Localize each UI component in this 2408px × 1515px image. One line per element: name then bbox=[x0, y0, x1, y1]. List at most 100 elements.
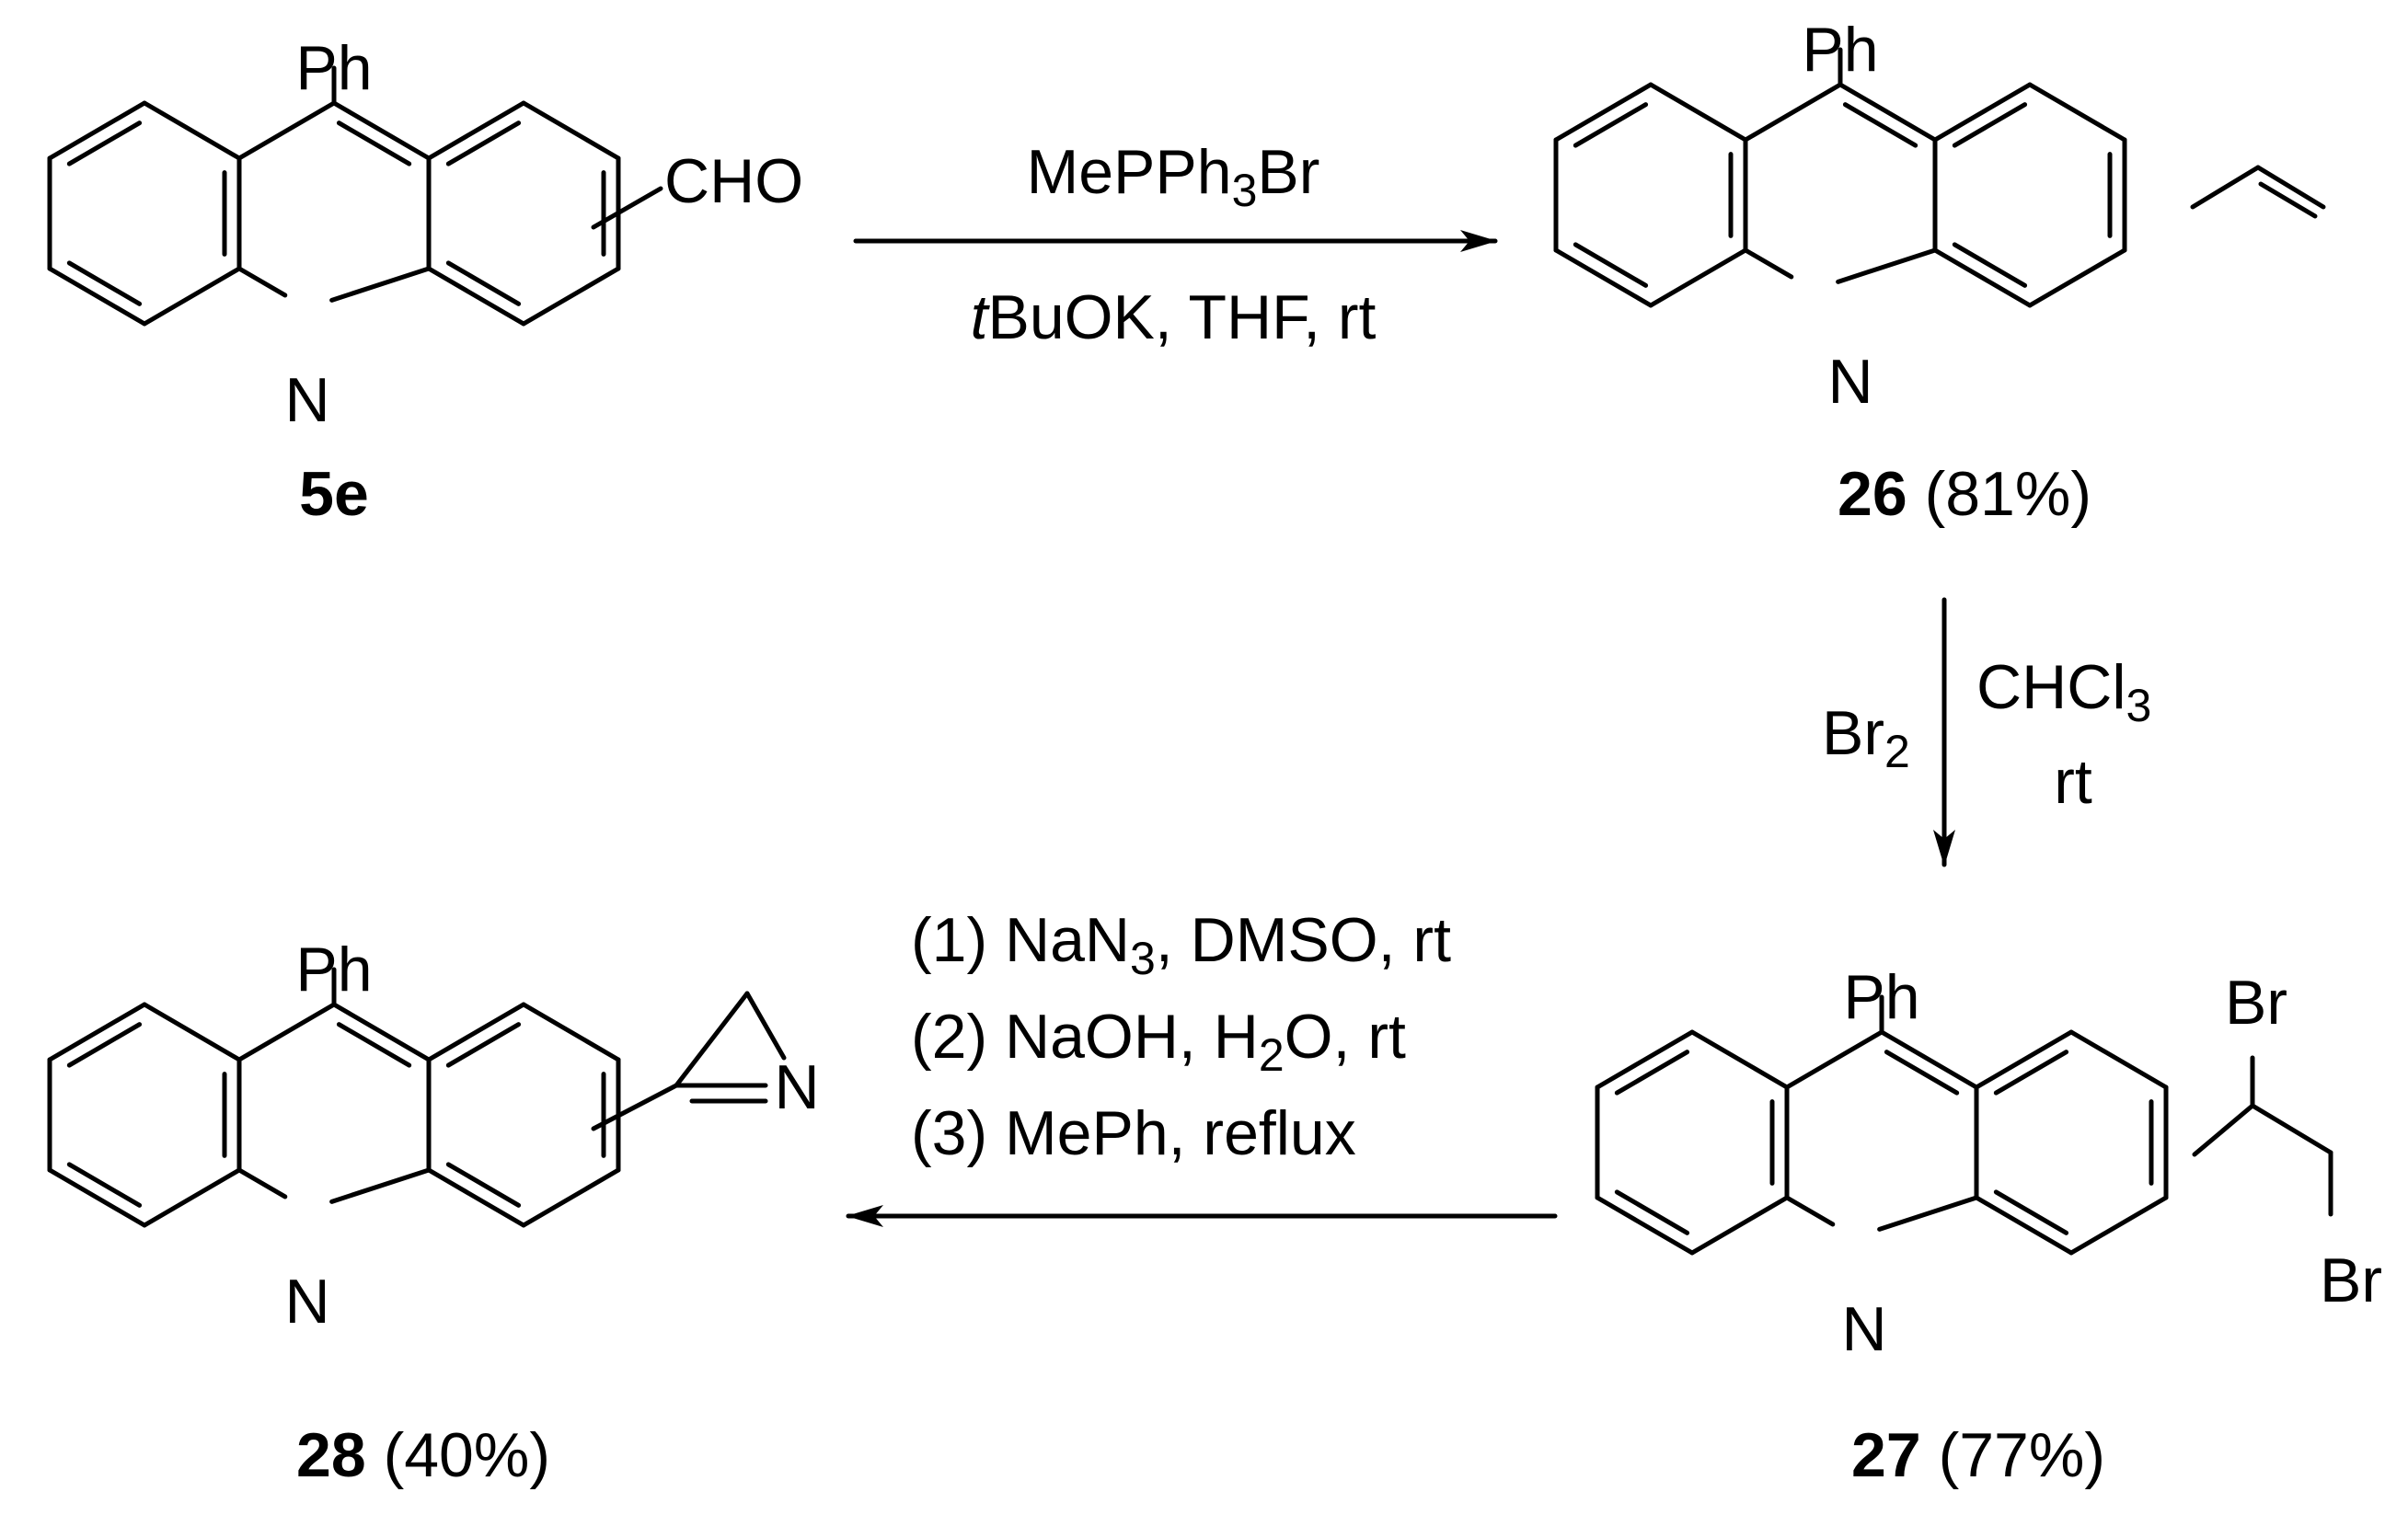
ring-bond bbox=[142, 100, 242, 161]
azirine-nitrogen: N bbox=[774, 1052, 819, 1122]
ring-bond bbox=[47, 100, 147, 161]
ring-bond bbox=[1784, 1195, 1836, 1227]
ring-bond bbox=[521, 100, 621, 161]
ring-bond bbox=[426, 100, 526, 161]
compound-number-5e: 5e bbox=[299, 459, 369, 529]
ring-bond bbox=[1974, 1195, 2074, 1256]
reaction-step-2: Br2 CHCl3 rt bbox=[1822, 597, 2151, 867]
ring-bond bbox=[329, 266, 432, 303]
ring-bond bbox=[426, 1002, 526, 1062]
step3-line2: (2) NaOH, H2O, rt bbox=[911, 1002, 1406, 1081]
ring-bond bbox=[2027, 247, 2127, 308]
double-bond-line bbox=[1573, 102, 1649, 148]
double-bond-line bbox=[1842, 102, 1918, 148]
double-bond-line bbox=[1993, 1050, 2069, 1096]
double-bond-line bbox=[1614, 1050, 1690, 1096]
acridine-core-28 bbox=[47, 967, 621, 1228]
ring-bond bbox=[142, 1167, 242, 1228]
double-bond-line bbox=[445, 1022, 522, 1068]
ring-bond bbox=[236, 266, 288, 298]
ring-bond bbox=[47, 1167, 147, 1228]
ring-bond bbox=[1932, 247, 2033, 308]
ring-bond bbox=[426, 266, 526, 327]
ring-bond bbox=[47, 1002, 147, 1062]
step2-solvent: CHCl3 bbox=[1976, 652, 2151, 731]
vinyl-double-bond bbox=[2255, 165, 2326, 210]
compound-27: Ph N Br Br 27 (77%) bbox=[1595, 962, 2382, 1490]
ring-bond bbox=[1784, 1029, 1884, 1090]
phenyl-label: Ph bbox=[1802, 15, 1878, 85]
azirine-ch2-n bbox=[744, 991, 787, 1061]
ring-bond bbox=[142, 1002, 242, 1062]
ring-bond bbox=[1879, 1029, 1979, 1090]
vinyl-double-bond-inner bbox=[2258, 181, 2318, 219]
ring-nitrogen: N bbox=[284, 1267, 329, 1337]
acridine-core-26 bbox=[1553, 47, 2127, 308]
ring-bond bbox=[47, 266, 147, 327]
step3-line1: (1) NaN3, DMSO, rt bbox=[911, 905, 1451, 984]
ring-bond bbox=[1877, 1195, 1979, 1232]
double-bond-line bbox=[336, 1022, 412, 1068]
ring-bond bbox=[521, 1167, 621, 1228]
ring-bond bbox=[1595, 1029, 1695, 1090]
compound-28: Ph N N 28 (40%) bbox=[47, 935, 820, 1490]
ring-nitrogen: N bbox=[284, 365, 329, 435]
ring-bond bbox=[1974, 1029, 2074, 1090]
step2-reagent: Br2 bbox=[1822, 698, 1910, 777]
ring-bond bbox=[2068, 1195, 2169, 1256]
compound-5e: Ph N CHO 5e bbox=[47, 33, 803, 529]
acridine-core-27 bbox=[1595, 994, 2169, 1256]
ring-bond bbox=[426, 1167, 526, 1228]
azirine-c-ch2 bbox=[674, 991, 750, 1088]
ring-bond bbox=[1595, 1195, 1695, 1256]
double-bond-line bbox=[66, 1162, 143, 1208]
double-bond-line bbox=[66, 1022, 143, 1068]
reaction-step-3: (1) NaN3, DMSO, rt (2) NaOH, H2O, rt (3)… bbox=[846, 905, 1558, 1227]
double-bond-line bbox=[445, 1162, 522, 1208]
ring-bond bbox=[142, 266, 242, 327]
compound-label-28: 28 (40%) bbox=[296, 1420, 550, 1490]
step2-temperature: rt bbox=[2054, 747, 2092, 817]
ch2-bond bbox=[2250, 1103, 2333, 1155]
double-bond-line bbox=[66, 260, 143, 306]
double-bond-line bbox=[445, 121, 522, 166]
step3-line3: (3) MePh, reflux bbox=[911, 1098, 1356, 1168]
ch-br-bond bbox=[2192, 1103, 2255, 1157]
step1-conditions: tBuOK, THF, rt bbox=[971, 282, 1377, 352]
ring-bond bbox=[1553, 82, 1653, 143]
ring-bond bbox=[1932, 82, 2033, 143]
ring-bond bbox=[1838, 82, 1938, 143]
ring-bond bbox=[236, 100, 337, 161]
double-bond-line bbox=[336, 121, 412, 166]
double-bond-line bbox=[1884, 1050, 1960, 1096]
bromine-1: Br bbox=[2225, 968, 2287, 1038]
ring-bond bbox=[1743, 82, 1843, 143]
ring-bond bbox=[2068, 1029, 2169, 1090]
step1-reagent: MePPh3Br bbox=[1027, 137, 1320, 216]
compound-label-26: 26 (81%) bbox=[1838, 459, 2091, 529]
double-bond-line bbox=[1614, 1189, 1690, 1235]
ring-bond bbox=[1553, 247, 1653, 308]
reaction-step-1: MePPh3Br tBuOK, THF, rt bbox=[853, 137, 1498, 352]
cho-bond bbox=[591, 186, 663, 230]
acridine-core-5e bbox=[47, 65, 621, 327]
phenyl-label: Ph bbox=[295, 33, 372, 103]
ring-bond bbox=[1648, 247, 1748, 308]
double-bond-line bbox=[445, 260, 522, 306]
phenyl-label: Ph bbox=[1843, 962, 1919, 1032]
aldehyde-group: CHO bbox=[664, 146, 803, 216]
ring-bond bbox=[1648, 82, 1748, 143]
ring-bond bbox=[521, 266, 621, 327]
double-bond-line bbox=[1952, 102, 2028, 148]
phenyl-label: Ph bbox=[295, 935, 372, 1004]
ring-bond bbox=[236, 1002, 337, 1062]
ring-bond bbox=[521, 1002, 621, 1062]
bromine-2: Br bbox=[2320, 1245, 2382, 1315]
ring-nitrogen: N bbox=[1841, 1294, 1886, 1364]
compound-26: Ph N 26 (81%) bbox=[1553, 15, 2326, 529]
ring-bond bbox=[236, 1167, 288, 1199]
compound-label-27: 27 (77%) bbox=[1851, 1420, 2105, 1490]
ring-bond bbox=[331, 100, 432, 161]
ring-bond bbox=[1743, 247, 1794, 280]
